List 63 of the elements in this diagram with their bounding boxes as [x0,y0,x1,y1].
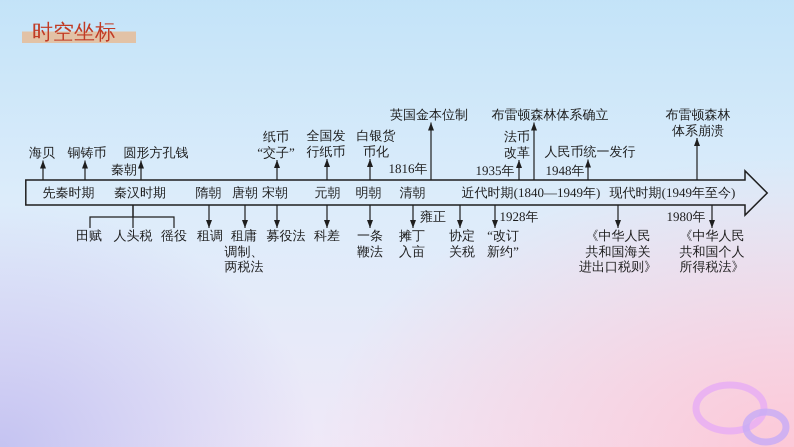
period-label: 秦汉时期 [110,180,170,205]
arrow [492,205,498,228]
period-label: 先秦时期 [38,180,98,205]
event-label: 田赋 [76,228,102,244]
period-label: 现代时期(1949年至今) [608,180,736,205]
arrow [367,205,373,228]
event-label: 英国金本位制 [390,107,468,122]
event-label: 布雷顿森林体系确立 [492,107,608,122]
event-label: 一条鞭法 [357,228,383,259]
arrow [138,160,144,180]
period-label: 宋朝 [261,180,289,205]
arrow [206,205,212,228]
arrow [709,205,715,228]
event-label: 海贝 [29,145,55,160]
event-label: 《中华人民共和国海关进出口税则》 [579,228,657,274]
event-label: 布雷顿森林体系崩溃 [666,107,730,138]
arrow [457,205,463,228]
arrow [82,160,88,180]
period-label: 唐朝 [230,180,260,205]
edge-label: 1928年 [500,209,538,224]
arrow [531,122,537,180]
edge-label: 1948年 [546,163,584,178]
period-label: 明朝 [352,180,384,205]
arrow [274,205,280,228]
arrow [40,160,46,180]
event-label: 摊丁入亩 [399,228,425,259]
event-label: 《中华人民共和国个人所得税法》 [680,228,744,274]
arrow [274,160,280,180]
arrow [615,205,621,228]
event-label: 人民币统一发行 [544,144,636,160]
period-label: 元朝 [312,180,344,205]
arrow [324,205,330,228]
edge-label: 秦朝 [111,162,137,177]
edge-label: 1980年 [666,209,706,224]
event-label: 徭役 [161,228,187,244]
connector-line [132,205,175,228]
edge-label: 雍正 [420,209,446,224]
period-label: 近代时期(1840—1949年) [454,180,608,205]
arrow [324,159,330,180]
event-label: 纸币“交子” [257,129,295,160]
event-label: “改订新约” [487,228,519,259]
period-label: 清朝 [392,180,434,205]
arrow [367,159,373,180]
period-label: 隋朝 [192,180,224,205]
event-label: 人头税 [114,228,152,244]
edge-label: 1816年 [388,161,428,176]
event-label: 铜铸币 [68,145,106,160]
event-label: 募役法 [266,228,306,244]
arrow [242,205,248,228]
event-label: 科差 [314,228,340,244]
event-label: 法币改革 [504,129,530,160]
event-label: 协定关税 [449,228,475,259]
arrow [410,205,416,228]
edge-label: 1935年 [476,163,514,178]
event-label: 圆形方孔钱 [124,145,188,160]
arrow [428,122,434,180]
event-label: 全国发行纸币 [306,128,346,159]
event-label: 租调 [197,228,223,244]
event-label: 白银货币化 [356,128,396,159]
event-label: 租庸调制、两税法 [224,228,264,274]
arrow [694,138,700,180]
arrow [516,160,522,180]
arrow [585,160,591,180]
